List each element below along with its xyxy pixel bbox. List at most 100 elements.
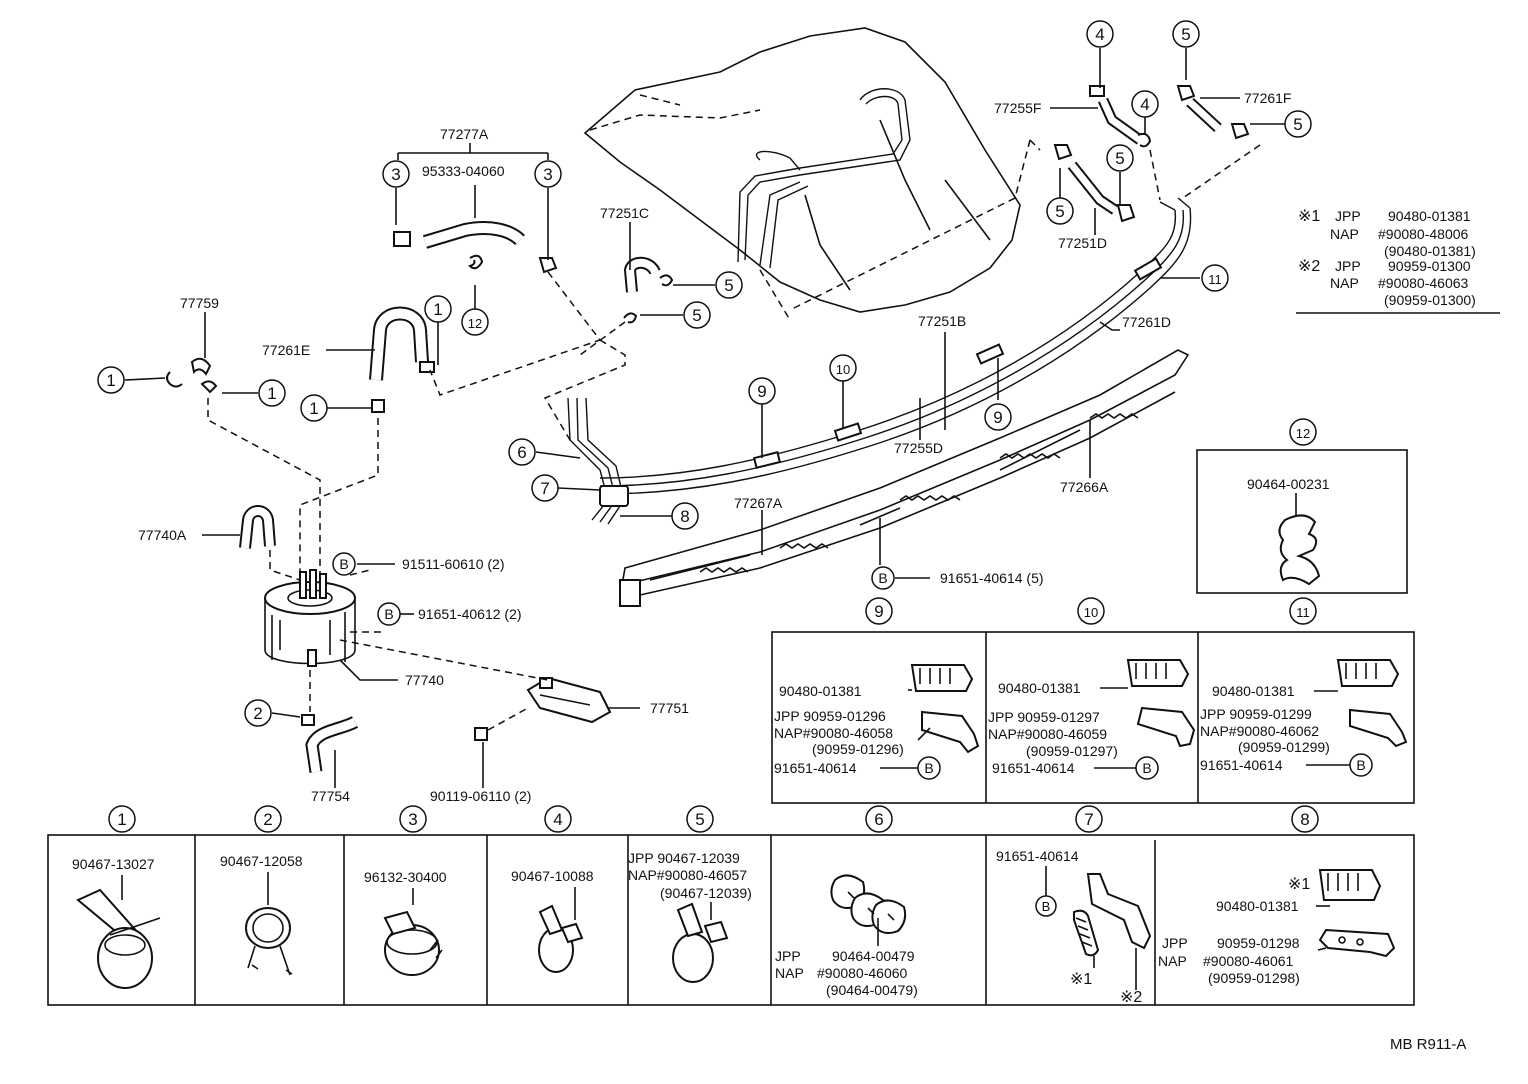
detail-12-number: 12 (1296, 426, 1310, 441)
bottom-3-part: 96132-30400 (364, 869, 447, 885)
detail-9-jpp: JPP 90959-01296 (774, 708, 886, 724)
bottom-7-number: 7 (1084, 810, 1093, 829)
bottom-7-part: 91651-40614 (996, 848, 1079, 864)
bottom-2-part: 90467-12058 (220, 853, 303, 869)
label-77751: 77751 (650, 700, 689, 716)
callout-b: B (878, 570, 887, 586)
tube-protector (619, 349, 1190, 607)
detail-10-alt: (90959-01297) (1026, 743, 1118, 759)
bottom-4-number: 4 (553, 810, 562, 829)
detail-11-bolt: 91651-40614 (1200, 757, 1283, 773)
label-77754: 77754 (311, 788, 350, 804)
details-9-10-11: 9 10 11 90480-01381 JPP 90959-01296 NAP#… (771, 597, 1415, 804)
callout-4: 4 (1095, 25, 1104, 44)
detail-9-b: B (924, 760, 933, 776)
callout-1: 1 (106, 371, 115, 390)
bottom-2-number: 2 (263, 810, 272, 829)
note-b-jpp: 90959-01300 (1388, 258, 1471, 274)
label-77261E: 77261E (262, 342, 310, 358)
bottom-detail-row: 1 2 3 4 5 6 7 8 90467-13027 90467-12058 … (47, 805, 1415, 1006)
callout-5: 5 (1181, 25, 1190, 44)
callout-4: 4 (1140, 95, 1149, 114)
callout-9: 9 (757, 382, 766, 401)
label-77759: 77759 (180, 295, 219, 311)
bottom-8-part-a: 90480-01381 (1216, 898, 1299, 914)
bottom-8-nap: NAP (1158, 953, 1187, 969)
callout-5: 5 (724, 276, 733, 295)
label-77740A: 77740A (138, 527, 187, 543)
bottom-5-nap: NAP#90080-46057 (628, 867, 747, 883)
bottom-5-jpp: JPP 90467-12039 (628, 850, 740, 866)
bottom-7-mark-2: ※2 (1120, 989, 1142, 1006)
detail-9-alt: (90959-01296) (812, 741, 904, 757)
alternate-part-note: ※1 JPP 90480-01381 NAP #90080-48006 (904… (1298, 208, 1476, 308)
callout-7: 7 (540, 479, 549, 498)
callout-5: 5 (1115, 149, 1124, 168)
detail-11-part-a: 90480-01381 (1212, 683, 1295, 699)
note-a-alt: (90480-01381) (1384, 243, 1476, 259)
detail-9-nap: NAP#90080-46058 (774, 725, 893, 741)
bottom-5-number: 5 (695, 810, 704, 829)
detail-10-part-a: 90480-01381 (998, 680, 1081, 696)
callout-3: 3 (543, 165, 552, 184)
detail-10-jpp: JPP 90959-01297 (988, 709, 1100, 725)
fuel-tank (583, 27, 1021, 321)
callout-5: 5 (1293, 115, 1302, 134)
bottom-8-jpp-part: 90959-01298 (1217, 935, 1300, 951)
note-a-jpp: 90480-01381 (1388, 208, 1471, 224)
detail-9-bolt: 91651-40614 (774, 760, 857, 776)
label-91651-40614-5: 91651-40614 (5) (940, 570, 1044, 586)
detail-11-number: 11 (1296, 605, 1310, 620)
detail-12: 12 90464-00231 (1196, 418, 1408, 594)
note-mark-2: ※2 (1298, 258, 1320, 275)
note-mark-1: ※1 (1298, 208, 1320, 225)
callout-b: B (339, 556, 348, 572)
note-nap-2: NAP (1330, 275, 1359, 291)
callout-3: 3 (391, 165, 400, 184)
hoses-and-clamps (166, 85, 1250, 773)
callout-12: 12 (468, 316, 482, 331)
label-77251D: 77251D (1058, 235, 1107, 251)
fuel-tube-bundle (567, 197, 1192, 525)
callout-10: 10 (836, 362, 850, 377)
bottom-4-part: 90467-10088 (511, 868, 594, 884)
callout-9: 9 (993, 408, 1002, 427)
callouts: 3 3 12 1 1 1 1 5 5 4 4 5 5 5 5 11 10 9 9… (97, 20, 1312, 727)
bottom-6-nap: NAP (775, 965, 804, 981)
callout-6: 6 (517, 443, 526, 462)
label-77251C: 77251C (600, 205, 649, 221)
bottom-8-alt: (90959-01298) (1208, 970, 1300, 986)
detail-11-nap: NAP#90080-46062 (1200, 723, 1319, 739)
label-91511-60610: 91511-60610 (2) (402, 556, 504, 572)
label-91651-40612: 91651-40612 (2) (418, 606, 522, 622)
callout-5: 5 (692, 306, 701, 325)
label-77261F: 77261F (1244, 90, 1291, 106)
detail-11-alt: (90959-01299) (1238, 739, 1330, 755)
note-a-nap: #90080-48006 (1378, 226, 1469, 242)
detail-11-b: B (1356, 757, 1365, 773)
label-77255D: 77255D (894, 440, 943, 456)
detail-9-number: 9 (874, 602, 883, 621)
label-77267A: 77267A (734, 495, 783, 511)
label-90119-06110: 90119-06110 (2) (430, 788, 531, 804)
callout-b: B (384, 606, 393, 622)
bottom-5-alt: (90467-12039) (660, 885, 752, 901)
detail-10-nap: NAP#90080-46059 (988, 726, 1107, 742)
bottom-8-jpp: JPP (1162, 935, 1188, 951)
label-77251B: 77251B (918, 313, 966, 329)
label-77266A: 77266A (1060, 479, 1109, 495)
note-jpp-2: JPP (1335, 258, 1361, 274)
detail-9-part-a: 90480-01381 (779, 683, 862, 699)
note-b-nap: #90080-46063 (1378, 275, 1469, 291)
detail-10-b: B (1142, 760, 1151, 776)
bottom-6-jpp: JPP (775, 948, 801, 964)
detail-10-number: 10 (1084, 605, 1098, 620)
bottom-1-number: 1 (117, 810, 126, 829)
bottom-8-number: 8 (1300, 810, 1309, 829)
bottom-7-mark-1: ※1 (1070, 971, 1092, 988)
bottom-8-mark-1: ※1 (1288, 876, 1310, 893)
bottom-7-b: B (1042, 899, 1051, 914)
note-jpp-1: JPP (1335, 208, 1361, 224)
callout-5: 5 (1055, 202, 1064, 221)
